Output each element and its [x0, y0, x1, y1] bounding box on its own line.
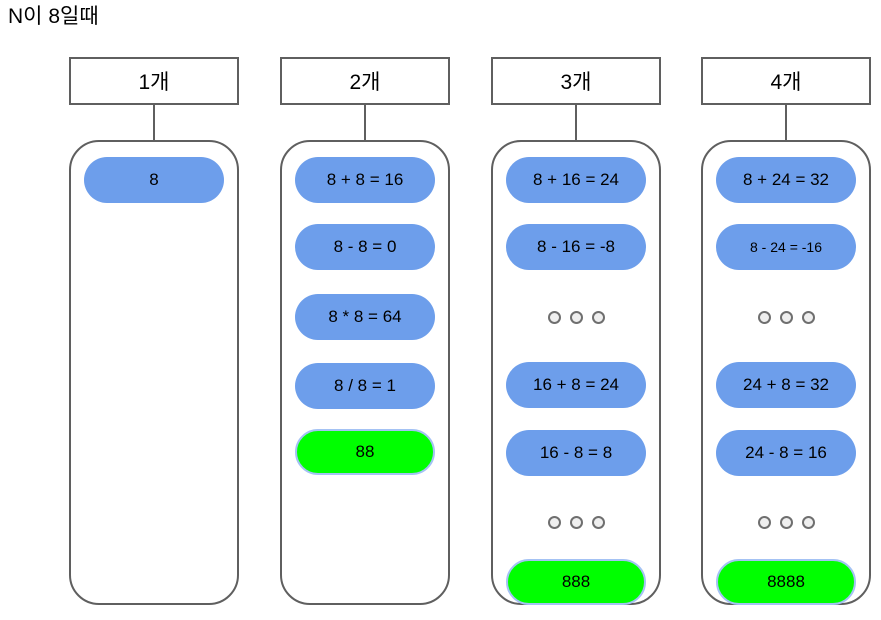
expression-pill: 8 + 8 = 16 [295, 157, 435, 203]
column-header: 4개 [701, 57, 871, 105]
ellipsis-dot-icon [591, 310, 605, 324]
expression-pill: 8 + 16 = 24 [506, 157, 646, 203]
column-3-count: 3개 8 + 16 = 24 8 - 16 = -8 16 + 8 = 24 16 -… [491, 57, 661, 605]
column-header: 2개 [280, 57, 450, 105]
connector-line [153, 105, 155, 140]
column-header-label: 1개 [138, 71, 170, 94]
ellipsis-dot-icon [779, 310, 793, 324]
ellipsis-dot-icon [547, 310, 561, 324]
ellipsis-dot-icon [547, 515, 561, 529]
column-header: 3개 [491, 57, 661, 105]
column-4-count: 4개 8 + 24 = 32 8 - 24 = -16 24 + 8 = 32 24 … [701, 57, 871, 605]
column-container: 8 + 16 = 24 8 - 16 = -8 16 + 8 = 24 16 - 8 … [491, 140, 661, 605]
result-pill: 88 [295, 429, 435, 475]
expression-pill: 16 + 8 = 24 [506, 362, 646, 408]
expression-pill: 8 - 16 = -8 [506, 224, 646, 270]
ellipsis-dot-icon [757, 310, 771, 324]
expression-pill: 24 + 8 = 32 [716, 362, 856, 408]
ellipsis-dots [493, 310, 659, 324]
column-2-count: 2개 8 + 8 = 16 8 - 8 = 0 8 * 8 = 64 8 / 8 = … [280, 57, 450, 605]
ellipsis-dot-icon [591, 515, 605, 529]
expression-pill: 8 [84, 157, 224, 203]
column-header-label: 4개 [770, 71, 802, 94]
ellipsis-dot-icon [569, 310, 583, 324]
column-header: 1개 [69, 57, 239, 105]
column-container: 8 + 24 = 32 8 - 24 = -16 24 + 8 = 32 24 - 8… [701, 140, 871, 605]
ellipsis-dot-icon [801, 310, 815, 324]
connector-line [364, 105, 366, 140]
ellipsis-dots [703, 515, 869, 529]
expression-pill: 8 * 8 = 64 [295, 294, 435, 340]
expression-pill: 8 - 24 = -16 [716, 224, 856, 270]
result-pill: 888 [506, 559, 646, 605]
column-container: 8 [69, 140, 239, 605]
ellipsis-dots [703, 310, 869, 324]
ellipsis-dots [493, 515, 659, 529]
expression-pill: 16 - 8 = 8 [506, 430, 646, 476]
page-title: N이 8일때 [8, 5, 99, 28]
connector-line [575, 105, 577, 140]
ellipsis-dot-icon [569, 515, 583, 529]
column-header-label: 2개 [349, 71, 381, 94]
expression-pill: 8 + 24 = 32 [716, 157, 856, 203]
ellipsis-dot-icon [779, 515, 793, 529]
column-1-count: 1개 8 [69, 57, 239, 605]
ellipsis-dot-icon [801, 515, 815, 529]
expression-pill: 8 / 8 = 1 [295, 363, 435, 409]
connector-line [785, 105, 787, 140]
result-pill: 8888 [716, 559, 856, 605]
expression-pill: 24 - 8 = 16 [716, 430, 856, 476]
column-container: 8 + 8 = 16 8 - 8 = 0 8 * 8 = 64 8 / 8 = 1 88 [280, 140, 450, 605]
expression-pill: 8 - 8 = 0 [295, 224, 435, 270]
column-header-label: 3개 [560, 71, 592, 94]
ellipsis-dot-icon [757, 515, 771, 529]
